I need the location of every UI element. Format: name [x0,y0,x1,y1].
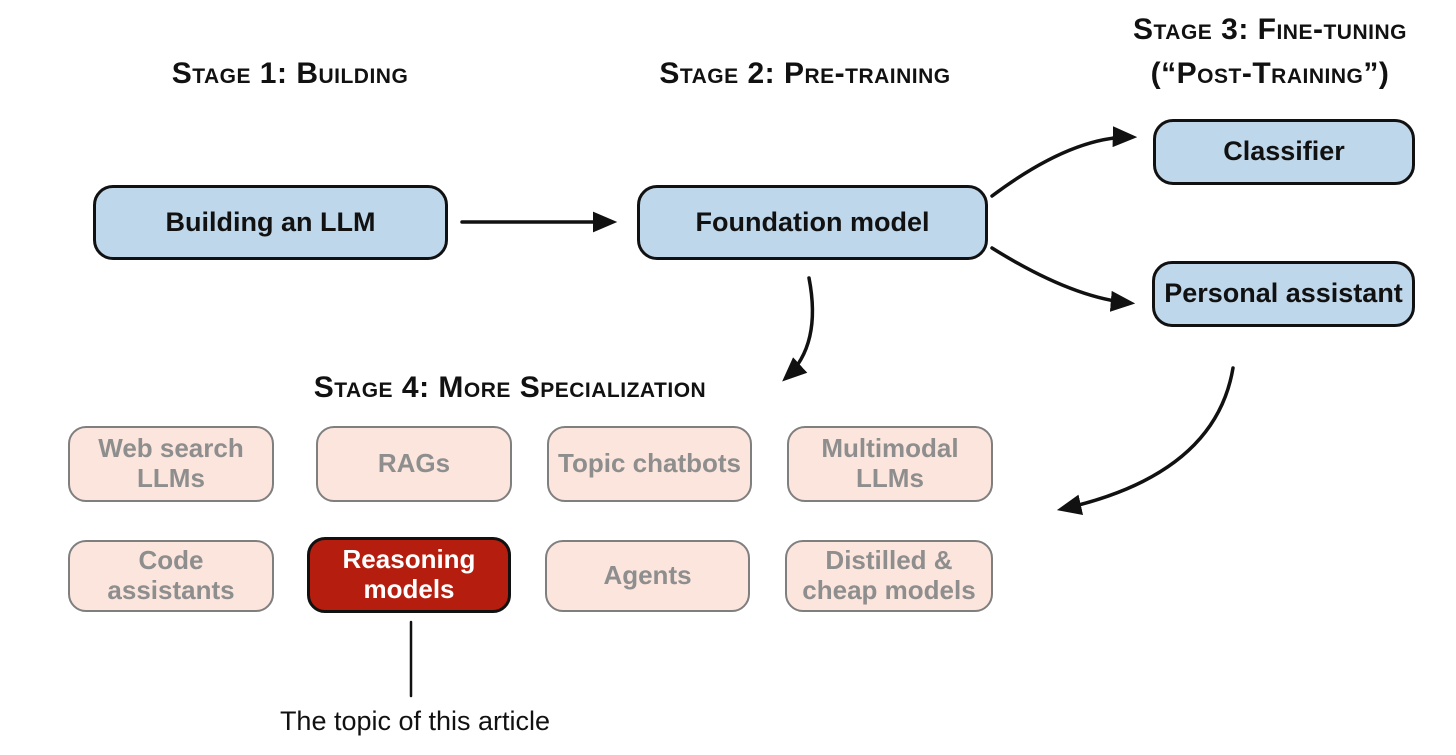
stage2-heading: Stage 2: Pre-training [659,57,951,90]
node-foundation-model: Foundation model [637,185,988,260]
node-label: Distilled & cheap models [802,545,976,605]
node-label: Classifier [1223,136,1345,167]
node-distilled-cheap-models: Distilled & cheap models [785,540,993,612]
node-label: RAGs [377,448,451,479]
node-label: Multimodal LLMs [821,433,959,493]
node-label: Agents [603,560,692,591]
stage3-heading-line1: Stage 3: Fine-tuning [1133,13,1407,46]
node-agents: Agents [545,540,750,612]
node-label: Foundation model [695,206,930,237]
node-code-assistants: Code assistants [68,540,274,612]
stage4-heading: Stage 4: More Specialization [313,371,707,404]
node-personal-assistant: Personal assistant [1152,261,1415,327]
node-classifier: Classifier [1153,119,1415,185]
annotation-topic-of-article: The topic of this article [279,706,551,736]
node-web-search-llms: Web search LLMs [68,426,274,502]
stage3-heading-line2: (“Post-Training”) [1150,57,1390,90]
node-multimodal-llms: Multimodal LLMs [787,426,993,502]
node-reasoning-models: Reasoning models [307,537,511,613]
stage3-heading: Stage 3: Fine-tuning (“Post-Training”) [1090,8,1450,96]
node-building-an-llm: Building an LLM [93,185,448,260]
stage1-heading: Stage 1: Building [171,57,409,90]
arrow-foundation-to-personal-assistant [990,246,1136,312]
node-rags: RAGs [316,426,512,502]
node-label: Building an LLM [165,206,376,237]
node-label: Personal assistant [1164,278,1403,309]
node-label: Topic chatbots [558,448,741,479]
node-label: Reasoning models [342,544,476,604]
node-topic-chatbots: Topic chatbots [547,426,752,502]
arrow-foundation-to-stage4 [782,276,815,382]
arrow-foundation-to-classifier [990,126,1138,198]
arrow-personal-assistant-to-stage4 [1056,366,1235,516]
node-label: Code assistants [107,545,235,605]
node-label: Web search LLMs [98,433,244,493]
